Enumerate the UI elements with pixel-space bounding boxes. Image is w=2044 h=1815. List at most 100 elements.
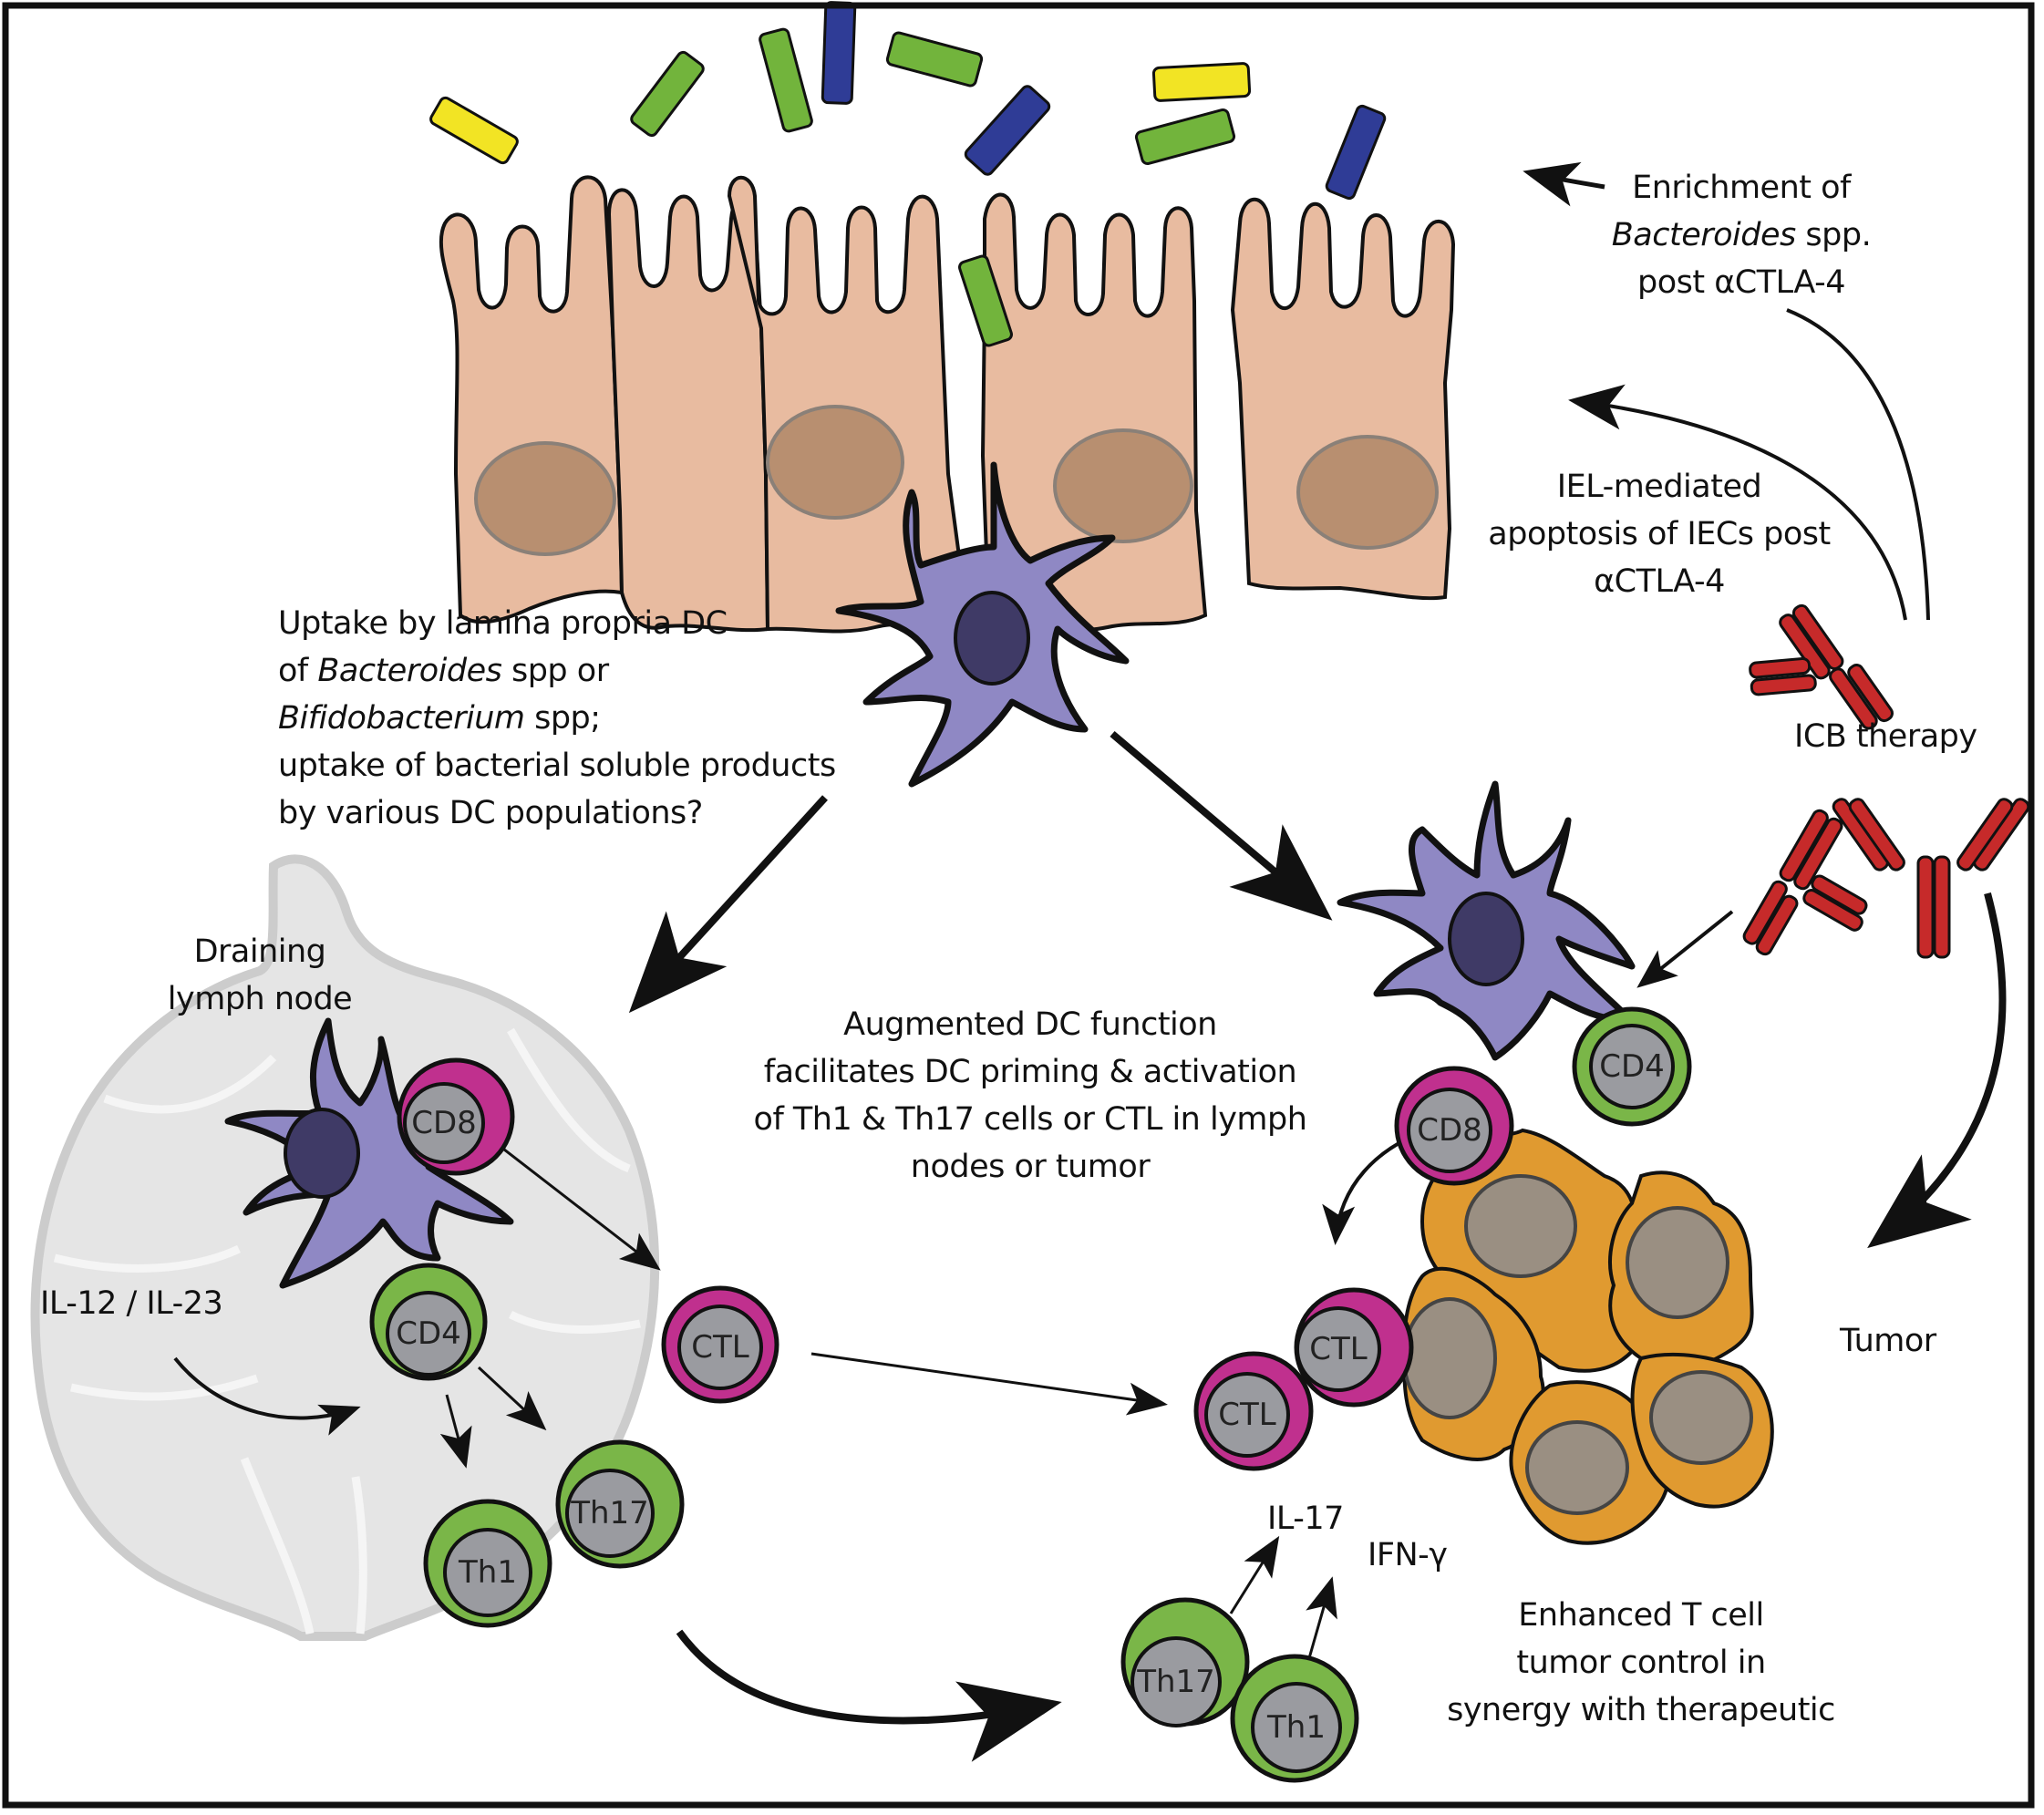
bacterium-green (885, 31, 984, 88)
cell-label: CD4 (1599, 1048, 1665, 1085)
label-italic: Bifidobacterium (278, 700, 525, 737)
label-line: apoptosis of IECs post (1488, 516, 1831, 552)
label-line: Uptake by lamina propria DC (278, 605, 728, 642)
label-lymph-node: Draining lymph node (146, 928, 374, 1023)
bacterium-blue (964, 85, 1051, 176)
cell-label: Th1 (1266, 1709, 1326, 1746)
arrow-ln-to-bottom (676, 1629, 1062, 1762)
cell-tumor-cd4: CD4 (1572, 1006, 1692, 1127)
label-line: Enrichment of (1632, 170, 1851, 206)
label-il17: IL-17 (1267, 1500, 1344, 1537)
label-line: facilitates DC priming & activation (763, 1054, 1297, 1090)
label-line: IEL-mediated (1556, 469, 1762, 505)
label-uptake: Uptake by lamina propria DC of Bacteroid… (278, 600, 836, 837)
label-line: synergy with therapeutic (1447, 1692, 1835, 1728)
cell-ln-th17: Th17 (555, 1439, 685, 1569)
label-enhanced: Enhanced T cell tumor control in synergy… (1422, 1592, 1860, 1734)
cell-tumor-ctl2: CTL (1193, 1351, 1314, 1471)
label-ifn-gamma: IFN-γ (1368, 1537, 1448, 1573)
arrow-enrichment (1523, 161, 1605, 207)
arrow-dc-to-tumor-dc (1110, 730, 1333, 921)
arrow-il12 (173, 1356, 361, 1436)
cell-label: CTL (1309, 1331, 1368, 1367)
epithelial-cell-3 (980, 192, 1208, 634)
label-line: Enhanced T cell (1518, 1597, 1764, 1634)
cell-label: CD8 (411, 1105, 477, 1141)
bacteria-group (429, 1, 1387, 347)
dendritic-cell-lamina (835, 461, 1130, 788)
arrow-dc-to-lymph-node (628, 795, 828, 1014)
arrow-antibody-to-dc (1636, 910, 1734, 988)
epithelial-cell-4 (1230, 197, 1456, 601)
cell-ln-cd4: CD4 (369, 1263, 488, 1381)
label-line: Bifidobacterium spp; (278, 695, 836, 742)
t-cells: CD8 CD4 Th17 Th1 CTL CD4 CD8 CTL CTL Th1… (369, 1006, 1692, 1783)
antibody-group (1742, 603, 2030, 959)
label-icb-therapy: ICB therapy (1794, 718, 1977, 755)
bacterium-green-crossing (958, 254, 1013, 347)
cell-bottom-th17: Th17 (1120, 1597, 1250, 1727)
arrow-icb-to-iel (1568, 384, 1907, 621)
antibody (1832, 798, 2030, 959)
label-line: Augmented DC function (843, 1006, 1217, 1043)
arrow-cd4-to-th17 (477, 1366, 547, 1431)
label-line: of Th1 & Th17 cells or CTL in lymph (753, 1101, 1307, 1138)
bacterium-blue (821, 1, 857, 105)
label-text: spp or (501, 653, 609, 689)
label-line: Bacteroides spp. (1568, 211, 1915, 259)
cell-mid-ctl: CTL (661, 1285, 779, 1404)
label-line: αCTLA-4 (1594, 563, 1725, 600)
label-il12-il23: IL-12 / IL-23 (40, 1285, 223, 1322)
label-line: nodes or tumor (910, 1149, 1151, 1185)
epithelial-cell-1 (439, 175, 625, 624)
cell-ln-th1: Th1 (423, 1499, 552, 1628)
cell-label: Th1 (458, 1554, 517, 1591)
label-augmented: Augmented DC function facilitates DC pri… (738, 1001, 1322, 1191)
tumor-mass (1401, 1128, 1774, 1545)
label-italic: Bacteroides (317, 653, 502, 689)
cell-label: CD8 (1417, 1112, 1482, 1149)
label-italic: Bacteroides (1611, 217, 1796, 253)
antibody (1749, 603, 1894, 730)
bacterium-blue (1325, 104, 1387, 201)
label-text: of (278, 653, 318, 689)
cell-label: CD4 (396, 1315, 461, 1352)
cell-label: Th17 (570, 1495, 649, 1531)
arrows (173, 161, 2007, 1762)
arrow-icb-to-tumor (1867, 892, 2007, 1249)
bacterium-yellow (429, 96, 519, 165)
label-line: tumor control in (1516, 1645, 1766, 1681)
label-line: by various DC populations? (278, 795, 703, 831)
label-line: Draining (193, 933, 326, 970)
label-line: post αCTLA-4 (1637, 264, 1845, 301)
antibody (1742, 809, 1868, 956)
bacterium-yellow (1151, 62, 1252, 102)
arrow-th17-il17 (1229, 1535, 1280, 1614)
arrow-ctl-to-tumor (810, 1352, 1168, 1416)
cell-ln-cd8: CD8 (397, 1057, 515, 1176)
label-text: spp. (1795, 217, 1872, 253)
label-tumor: Tumor (1840, 1323, 1936, 1359)
cell-bottom-th1: Th1 (1230, 1654, 1359, 1783)
label-enrichment: Enrichment of Bacteroides spp. post αCTL… (1568, 164, 1915, 306)
label-iel: IEL-mediated apoptosis of IECs post αCTL… (1468, 463, 1851, 605)
bacterium-green (759, 27, 813, 133)
arrow-cd4-to-th1 (439, 1394, 472, 1469)
bacterium-green (630, 50, 705, 138)
tumor-cell (1509, 1380, 1671, 1545)
label-line: of Bacteroides spp or (278, 647, 836, 695)
bacterium-green (1134, 108, 1236, 165)
epithelial-cell-2 (606, 188, 770, 633)
tumor-cell (1608, 1170, 1754, 1370)
cell-tumor-ctl1: CTL (1294, 1287, 1414, 1408)
cell-label: Th17 (1136, 1664, 1215, 1700)
cell-label: CTL (1218, 1397, 1276, 1433)
arrow-icb-to-epithelium-top (1786, 308, 1930, 621)
tumor-cell (1401, 1266, 1545, 1461)
label-line: lymph node (167, 981, 353, 1017)
cell-label: CTL (691, 1329, 749, 1366)
label-text: spp; (524, 700, 601, 737)
tumor-cell (1630, 1352, 1774, 1509)
